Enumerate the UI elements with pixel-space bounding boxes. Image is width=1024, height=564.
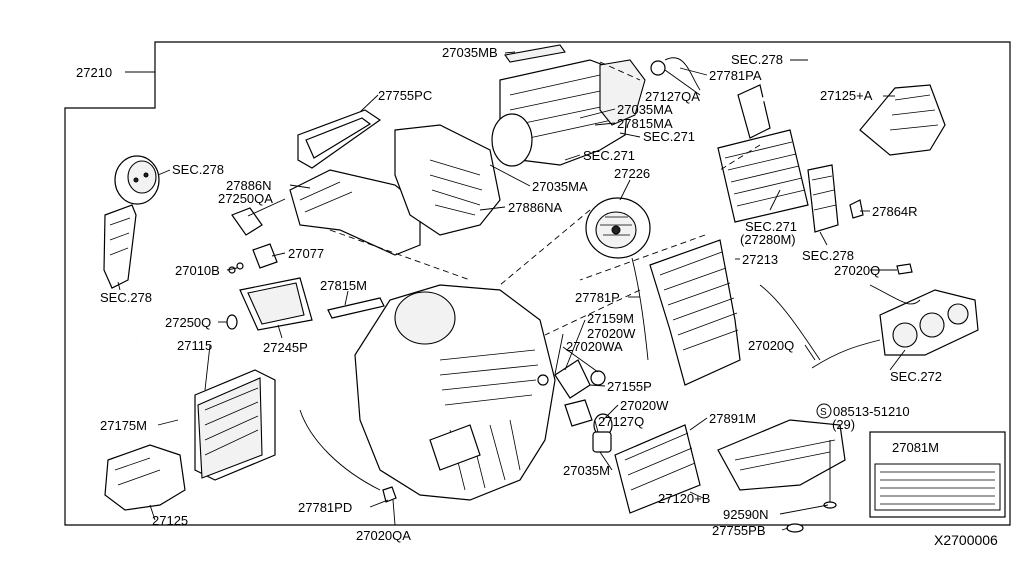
left-bracket-shape bbox=[103, 204, 137, 289]
part-27120b-shape bbox=[717, 419, 846, 491]
part-27755pc-shape bbox=[297, 109, 382, 169]
label-27155p: 27155P bbox=[607, 379, 652, 394]
round-motor-shape bbox=[114, 155, 160, 205]
label-27175m: 27175M bbox=[100, 418, 147, 433]
small-clip-parts-shape bbox=[228, 207, 278, 274]
label-sec278-top: SEC.278 bbox=[731, 52, 783, 67]
part-27125-shape bbox=[104, 444, 186, 511]
label-27886na: 27886NA bbox=[508, 200, 563, 215]
label-27815ma: 27815MA bbox=[617, 116, 673, 131]
label-27020q-2: 27020Q bbox=[748, 338, 794, 353]
right-bracket-shape bbox=[807, 164, 839, 233]
label-27010b: 27010B bbox=[175, 263, 220, 278]
label-27755pc: 27755PC bbox=[378, 88, 432, 103]
label-27020w-1: 27020W bbox=[587, 326, 636, 341]
label-27020qa: 27020QA bbox=[356, 528, 411, 543]
part-27245p-shape bbox=[239, 277, 313, 331]
part-27280m-shape bbox=[717, 129, 809, 223]
label-sec278-right: SEC.278 bbox=[802, 248, 854, 263]
label-27755pb: 27755PB bbox=[712, 523, 766, 538]
label-29: (29) bbox=[832, 417, 855, 432]
upper-duct-shape bbox=[289, 169, 421, 256]
label-27886n: 27886N bbox=[226, 178, 272, 193]
part-27226-blower-shape bbox=[585, 197, 651, 259]
heater-pipes-shape bbox=[124, 312, 199, 421]
label-27815m: 27815M bbox=[320, 278, 367, 293]
intake-housing-shape bbox=[491, 59, 646, 167]
label-27891m: 27891M bbox=[709, 411, 756, 426]
label-27125a: 27125+A bbox=[820, 88, 873, 103]
part-27815m-shape bbox=[327, 297, 385, 319]
control-panel-shape bbox=[759, 263, 979, 369]
label-27213: 27213 bbox=[742, 252, 778, 267]
label-27020w-2: 27020W bbox=[620, 398, 669, 413]
label-27781pa: 27781PA bbox=[709, 68, 762, 83]
label-27864r: 27864R bbox=[872, 204, 918, 219]
label-27210: 27210 bbox=[76, 65, 112, 80]
label-27035ma-2: 27035MA bbox=[532, 179, 588, 194]
part-27125a-shape bbox=[859, 84, 946, 156]
label-27020q-1: 27020Q bbox=[834, 263, 880, 278]
label-27120b: 27120+B bbox=[658, 491, 710, 506]
label-27159m: 27159M bbox=[587, 311, 634, 326]
main-hvac-unit-shape bbox=[354, 284, 556, 501]
part-27035mb-shape bbox=[504, 44, 566, 63]
label-27125: 27125 bbox=[152, 513, 188, 528]
label-27250qa: 27250QA bbox=[218, 191, 273, 206]
label-27127qa: 27127QA bbox=[645, 89, 700, 104]
part-27127qa-shape bbox=[650, 57, 701, 91]
label-27245p: 27245P bbox=[263, 340, 308, 355]
assembly-frame bbox=[64, 41, 1011, 526]
part-27781p-shape bbox=[631, 257, 649, 361]
label-27081m: 27081M bbox=[892, 440, 939, 455]
label-27035ma-1: 27035MA bbox=[617, 102, 673, 117]
label-27077: 27077 bbox=[288, 246, 324, 261]
part-27035m-shape bbox=[592, 431, 612, 453]
label-27781p: 27781P bbox=[575, 290, 620, 305]
upper-housing-shape bbox=[394, 124, 501, 236]
label-plate-27081m bbox=[869, 431, 1006, 518]
label-27250q: 27250Q bbox=[165, 315, 211, 330]
part-27250q-shape bbox=[226, 314, 238, 330]
bolt-washer-shape bbox=[786, 440, 837, 533]
label-sec271-1: SEC.271 bbox=[643, 129, 695, 144]
label-sec271-2: SEC.271 bbox=[583, 148, 635, 163]
drawing-code: X2700006 bbox=[934, 532, 998, 548]
part-27213-shape bbox=[649, 239, 741, 386]
label-27035m: 27035M bbox=[563, 463, 610, 478]
label-27035mb: 27035MB bbox=[442, 45, 498, 60]
label-sec271-3: SEC.271 bbox=[745, 219, 797, 234]
top-pipes-shape bbox=[737, 59, 808, 139]
leader-lines bbox=[117, 51, 906, 531]
label-sec278-left2: SEC.278 bbox=[100, 290, 152, 305]
label-27226: 27226 bbox=[614, 166, 650, 181]
bolt-symbol-letter: S bbox=[820, 407, 827, 418]
label-sec278-left: SEC.278 bbox=[172, 162, 224, 177]
label-27020wa: 27020WA bbox=[566, 339, 623, 354]
part-27115-shape bbox=[194, 369, 276, 481]
assembly-dash-lines bbox=[329, 61, 761, 336]
part-27781pd-shape bbox=[299, 409, 397, 503]
label-27781pd: 27781PD bbox=[298, 500, 352, 515]
label-sec272: SEC.272 bbox=[890, 369, 942, 384]
label-27280m: (27280M) bbox=[740, 232, 796, 247]
label-08513-51210: 08513-51210 bbox=[833, 404, 910, 419]
part-27891m-shape bbox=[614, 424, 701, 514]
label-92590n: 92590N bbox=[723, 507, 769, 522]
label-27115: 27115 bbox=[177, 338, 212, 353]
part-27864r-shape bbox=[849, 199, 864, 219]
part-labels: 27210 27035MB 27127QA 27781PA SEC.278 27… bbox=[76, 45, 998, 548]
label-27127q: 27127Q bbox=[598, 414, 644, 429]
door-mechanism-shape bbox=[537, 359, 613, 437]
bolt-symbol-circle bbox=[816, 403, 832, 419]
